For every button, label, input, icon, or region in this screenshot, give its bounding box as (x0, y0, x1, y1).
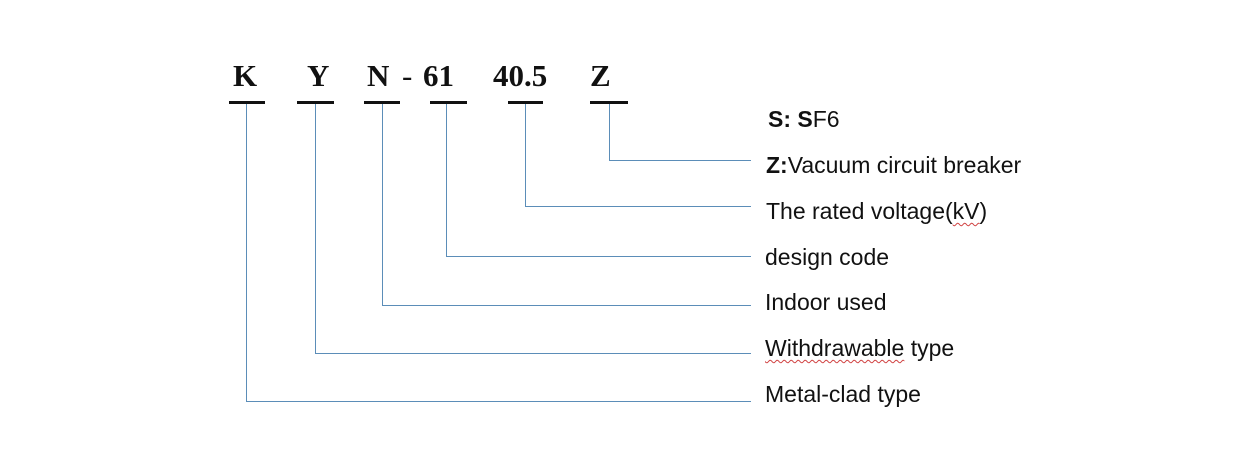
leader-horizontal-y (315, 353, 751, 354)
code-letter-k: K (233, 58, 258, 93)
leader-horizontal-z (609, 160, 751, 161)
legend-voltage-prefix: The rated voltage( (766, 198, 953, 224)
legend-withdrawable: Withdrawable type (765, 337, 954, 360)
legend-voltage-unit: kV (952, 198, 980, 224)
leader-vertical-z (609, 104, 610, 160)
legend-metal-clad: Metal-clad type (765, 381, 921, 407)
leader-horizontal-voltage (525, 206, 751, 207)
underline-k (229, 101, 265, 104)
leader-vertical-y (315, 104, 316, 353)
underline-z (590, 101, 628, 104)
code-voltage-number: 40.5 (493, 58, 548, 93)
underline-design (430, 101, 467, 104)
leader-vertical-voltage (525, 104, 526, 206)
code-dash: - (402, 58, 413, 93)
code-design-number: 61 (423, 58, 454, 93)
code-letter-n: N (367, 58, 390, 93)
legend-sf6: S: SF6 (768, 108, 840, 131)
leader-horizontal-n (382, 305, 751, 306)
leader-horizontal-design (446, 256, 751, 257)
leader-vertical-k (246, 104, 247, 401)
leader-vertical-n (382, 104, 383, 305)
legend-withdrawable-rest: type (904, 335, 955, 361)
legend-vacuum-breaker: Z:Vacuum circuit breaker (766, 154, 1021, 177)
legend-design-code: design code (765, 244, 890, 270)
legend-indoor-used: Indoor used (765, 289, 887, 315)
leader-horizontal-k (246, 401, 751, 402)
underline-y (297, 101, 334, 104)
legend-rated-voltage: The rated voltage(kV) (766, 200, 987, 223)
legend-vacuum-key: Z: (766, 152, 788, 178)
legend-voltage-suffix: ) (979, 198, 988, 224)
code-letter-z: Z (590, 58, 611, 93)
legend-withdrawable-word: Withdrawable (765, 335, 905, 361)
underline-voltage (508, 101, 543, 104)
legend-vacuum-text: Vacuum circuit breaker (787, 152, 1022, 178)
leader-vertical-design (446, 104, 447, 256)
code-letter-y: Y (307, 58, 330, 93)
underline-n (364, 101, 400, 104)
legend-sf6-text: F6 (812, 106, 840, 132)
legend-sf6-key: S: S (768, 106, 813, 132)
